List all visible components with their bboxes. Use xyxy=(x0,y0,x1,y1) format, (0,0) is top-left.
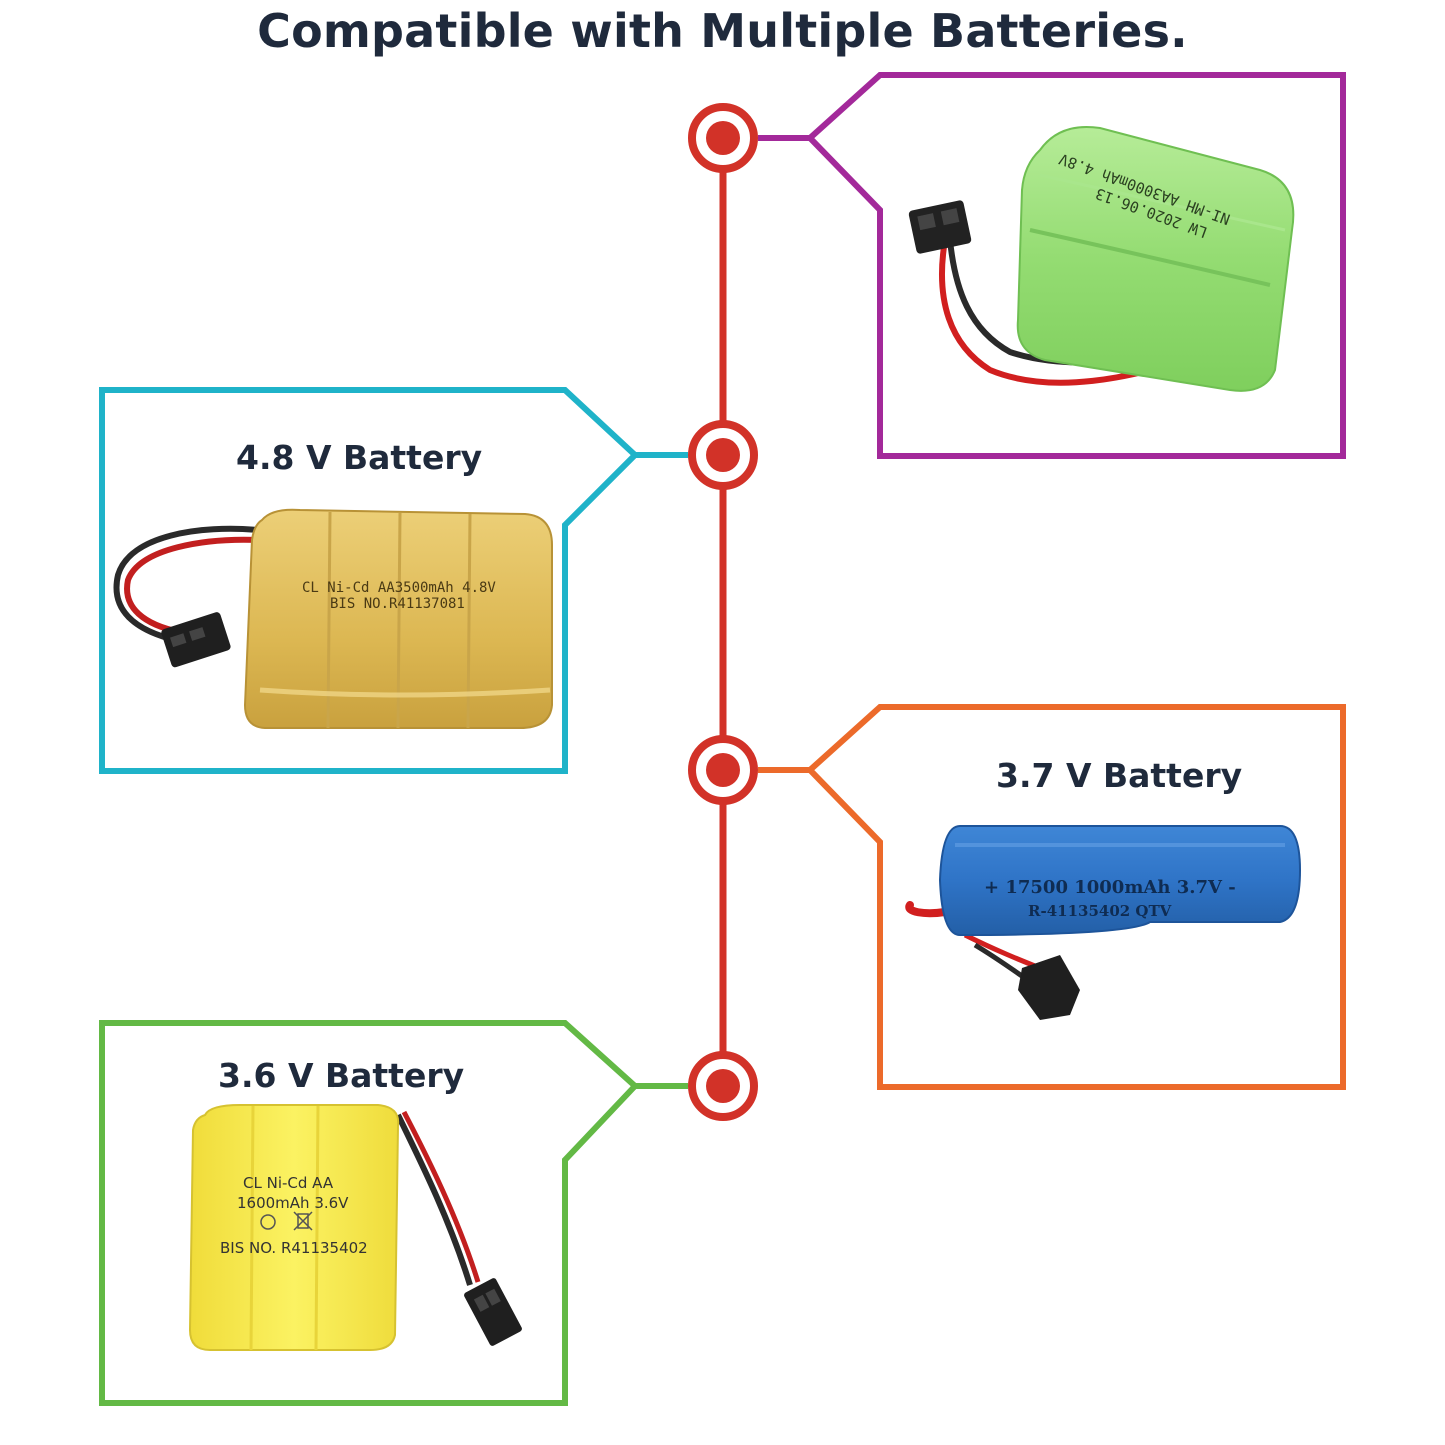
card-ni-cd-4-8v xyxy=(99,387,688,774)
battery-image-blue: + 17500 1000mAh 3.7V - R-41135402 QTV xyxy=(905,825,1302,1020)
recycle-icon xyxy=(260,1214,276,1230)
card-title-3-7v: 3.7 V Battery xyxy=(996,756,1243,795)
card-title-4-8v: 4.8 V Battery xyxy=(236,438,483,477)
weee-bin-icon xyxy=(293,1211,313,1231)
timeline-node-2 xyxy=(688,420,758,490)
timeline-node-4 xyxy=(688,1051,758,1121)
card-li-ion-3-7v xyxy=(758,704,1346,1090)
card-border-cyan xyxy=(99,387,688,774)
card-title-3-6v: 3.6 V Battery xyxy=(218,1056,465,1095)
page-title: Compatible with Multiple Batteries. xyxy=(257,4,1188,58)
label-line: 1600mAh 3.6V xyxy=(237,1194,349,1212)
timeline-node-1 xyxy=(688,103,758,173)
timeline-node-3 xyxy=(688,735,758,805)
label-line: BIS NO.R41137081 xyxy=(330,596,465,612)
label-line: BIS NO. R41135402 xyxy=(220,1239,368,1257)
label-line: R-41135402 QTV xyxy=(1028,902,1172,920)
label-line: CL Ni-Cd AA xyxy=(243,1174,334,1192)
battery-image-green: NI-MH AA3000mAh 4.8V LW 2020.06.13 xyxy=(908,126,1295,392)
connector-icon xyxy=(161,612,231,668)
connector-icon xyxy=(464,1278,522,1346)
label-line: + 17500 1000mAh 3.7V - xyxy=(984,877,1236,898)
card-ni-cd-3-6v xyxy=(99,1020,688,1406)
card-border-green xyxy=(99,1020,688,1406)
card-border-purple xyxy=(758,72,1346,459)
card-border-orange xyxy=(758,704,1346,1090)
connector-icon xyxy=(1018,955,1080,1020)
card-ni-mh-4-8v xyxy=(758,72,1346,459)
battery-image-orange: CL Ni-Cd AA3500mAh 4.8V BIS NO.R41137081 xyxy=(113,508,553,729)
battery-image-yellow: CL Ni-Cd AA 1600mAh 3.6V BIS NO. R411354… xyxy=(188,1104,522,1351)
label-line: CL Ni-Cd AA3500mAh 4.8V xyxy=(302,580,496,596)
connector-icon xyxy=(908,200,972,254)
